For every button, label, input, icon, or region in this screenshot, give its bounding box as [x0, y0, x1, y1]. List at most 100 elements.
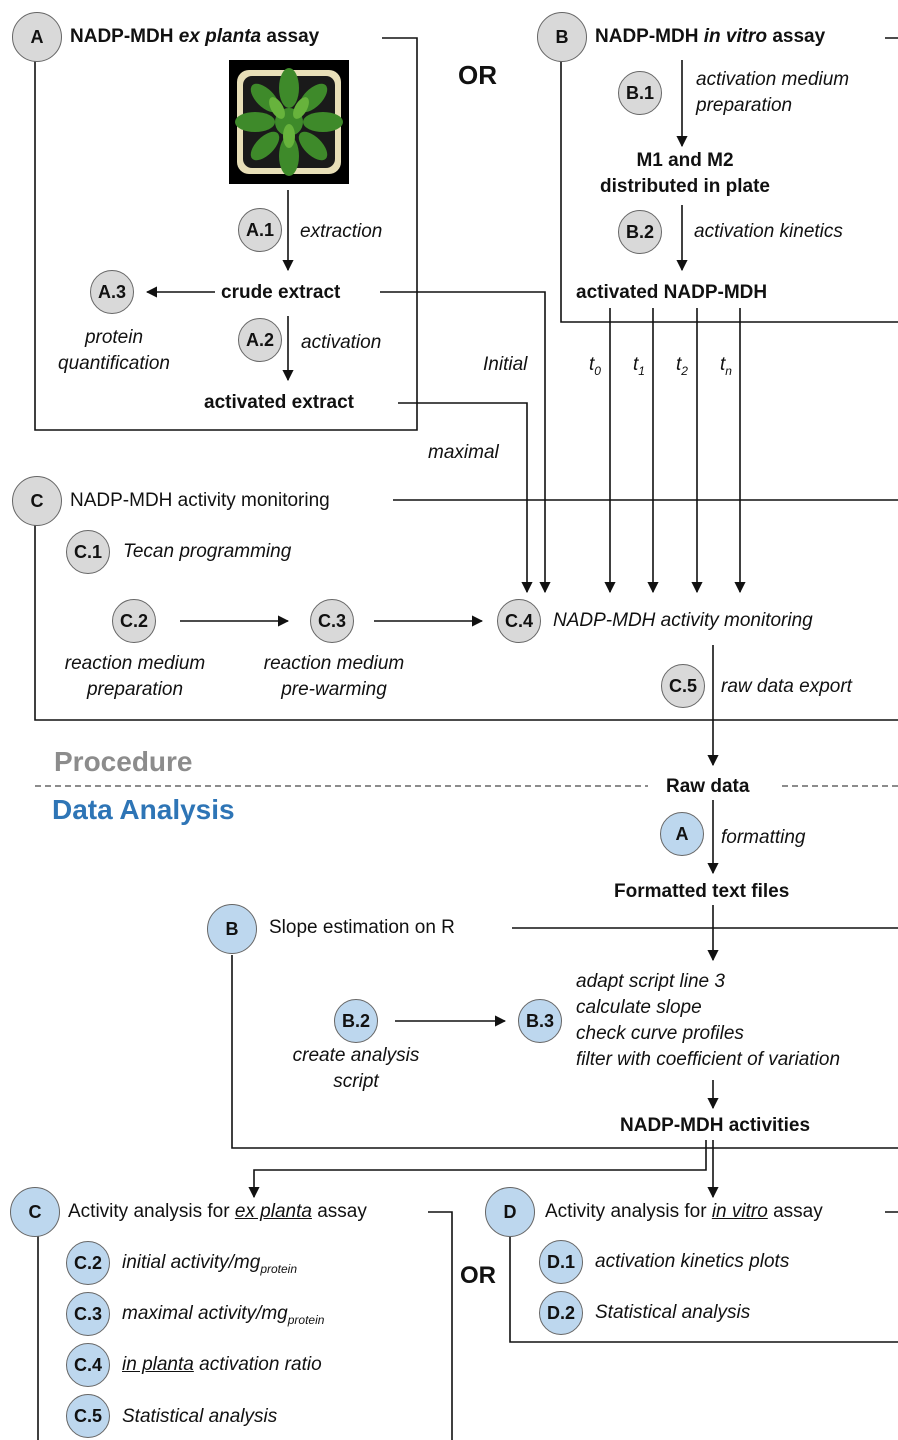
- badge-c5: C.5: [661, 664, 705, 708]
- label-d2-analysis: Statistical analysis: [595, 1302, 751, 1323]
- label-c2-line2: preparation: [86, 678, 184, 700]
- label-a3-line1: protein: [84, 327, 144, 348]
- label-a3-line2: quantification: [58, 352, 170, 374]
- b3-line-2: calculate slope: [576, 997, 702, 1019]
- badge-analysis-c: C: [10, 1187, 60, 1237]
- label-c4: NADP-MDH activity monitoring: [553, 610, 813, 631]
- label-formatting: formatting: [721, 827, 806, 848]
- badge-a2: A.2: [238, 318, 282, 362]
- m1-m2-line1: M1 and M2: [636, 150, 734, 171]
- label-c2-line1: reaction medium: [64, 653, 206, 674]
- badge-c2-analysis: C.2: [66, 1241, 110, 1285]
- crude-extract: crude extract: [221, 282, 341, 303]
- label-b2: activation kinetics: [694, 221, 843, 242]
- badge-d2-analysis: D.2: [539, 1291, 583, 1335]
- label-c3-analysis-sub: protein: [287, 1312, 325, 1327]
- label-b3-analysis: adapt script line 3 calculate slope chec…: [576, 969, 840, 1073]
- time-t2: t2: [676, 355, 688, 377]
- badge-proc-b: B: [537, 12, 587, 62]
- label-a1: extraction: [300, 221, 383, 242]
- label-c5-analysis: Statistical analysis: [122, 1406, 278, 1427]
- label-b1-line2: preparation: [696, 94, 793, 116]
- badge-d1-analysis: D.1: [539, 1240, 583, 1284]
- title-analysis-c-u: ex planta: [234, 1201, 312, 1222]
- label-c4-analysis-post: activation ratio: [193, 1354, 322, 1375]
- label-c2-analysis-text: initial activity/mg: [122, 1252, 261, 1273]
- title-analysis-d-pre: Activity analysis for: [545, 1201, 712, 1222]
- plant-photo: [229, 60, 349, 184]
- activated-nadp-mdh: activated NADP-MDH: [576, 282, 768, 303]
- label-c3-analysis-text: maximal activity/mg: [122, 1303, 288, 1324]
- badge-proc-c: C: [12, 476, 62, 526]
- title-proc-a-post: assay: [261, 26, 320, 47]
- label-a2: activation: [301, 332, 382, 353]
- time-t2-sub: 2: [681, 363, 688, 378]
- time-tn-t: t: [720, 354, 726, 375]
- label-b1-line1: activation medium: [696, 69, 850, 90]
- label-c5: raw data export: [721, 676, 852, 697]
- title-proc-b-em: in vitro: [703, 26, 768, 47]
- badge-a3: A.3: [90, 270, 134, 314]
- title-proc-a: NADP-MDH ex planta assay: [70, 27, 319, 46]
- arabidopsis-rosette-icon: [235, 68, 343, 176]
- badge-b3-analysis: B.3: [518, 999, 562, 1043]
- title-proc-c: NADP-MDH activity monitoring: [70, 490, 330, 511]
- label-b2-analysis-line1: create analysis: [292, 1045, 420, 1066]
- title-analysis-c: Activity analysis for ex planta assay: [68, 1202, 367, 1221]
- time-t2-t: t: [676, 354, 682, 375]
- label-initial: Initial: [483, 354, 528, 375]
- title-proc-b-pre: NADP-MDH: [595, 26, 704, 47]
- label-c2-analysis: initial activity/mgprotein: [122, 1253, 297, 1275]
- badge-c4: C.4: [497, 599, 541, 643]
- title-analysis-d-u: in vitro: [711, 1201, 768, 1222]
- badge-b1: B.1: [618, 71, 662, 115]
- badge-c1: C.1: [66, 530, 110, 574]
- b3-line-4: filter with coefficient of variation: [576, 1049, 841, 1071]
- time-t0-t: t: [589, 354, 595, 375]
- badge-c5-analysis: C.5: [66, 1394, 110, 1438]
- label-b1: activation medium preparation: [696, 67, 849, 118]
- label-c2-analysis-sub: protein: [260, 1261, 298, 1276]
- badge-proc-a: A: [12, 12, 62, 62]
- title-proc-a-em: ex planta: [178, 26, 262, 47]
- time-t0: t0: [589, 355, 601, 377]
- m1-m2-line2: distributed in plate: [600, 175, 770, 197]
- nadp-mdh-activities: NADP-MDH activities: [620, 1115, 811, 1136]
- raw-data: Raw data: [666, 776, 750, 797]
- title-proc-a-pre: NADP-MDH: [70, 26, 179, 47]
- time-tn-sub: n: [725, 363, 732, 378]
- b3-line-1: adapt script line 3: [576, 971, 725, 992]
- label-b2-analysis: create analysis script: [266, 1043, 446, 1094]
- b3-line-3: check curve profiles: [576, 1023, 744, 1045]
- badge-c3: C.3: [310, 599, 354, 643]
- label-c3-line1: reaction medium: [263, 653, 405, 674]
- title-analysis-b: Slope estimation on R: [269, 917, 455, 938]
- badge-b2: B.2: [618, 210, 662, 254]
- title-analysis-d: Activity analysis for in vitro assay: [545, 1202, 823, 1221]
- m1-m2-plate: M1 and M2 distributed in plate: [560, 148, 810, 199]
- badge-b2-analysis: B.2: [334, 999, 378, 1043]
- title-proc-b: NADP-MDH in vitro assay: [595, 27, 825, 46]
- or-separator-bottom: OR: [460, 1262, 496, 1289]
- title-analysis-c-pre: Activity analysis for: [68, 1201, 235, 1222]
- badge-c2: C.2: [112, 599, 156, 643]
- label-c1: Tecan programming: [123, 541, 292, 562]
- data-analysis-label: Data Analysis: [52, 794, 235, 825]
- label-c3: reaction medium pre-warming: [244, 651, 424, 702]
- label-c2: reaction medium preparation: [45, 651, 225, 702]
- label-c3-analysis: maximal activity/mgprotein: [122, 1304, 324, 1326]
- badge-analysis-a: A: [660, 812, 704, 856]
- label-c4-analysis: in planta activation ratio: [122, 1355, 322, 1374]
- time-t0-sub: 0: [594, 363, 601, 378]
- badge-c3-analysis: C.3: [66, 1292, 110, 1336]
- badge-a1: A.1: [238, 208, 282, 252]
- label-b2-analysis-line2: script: [333, 1070, 379, 1092]
- label-c3-line2: pre-warming: [281, 678, 387, 700]
- procedure-label: Procedure: [54, 746, 193, 777]
- time-t1-sub: 1: [638, 363, 645, 378]
- time-tn: tn: [720, 355, 732, 377]
- label-maximal: maximal: [428, 442, 499, 463]
- or-separator-top: OR: [458, 60, 497, 90]
